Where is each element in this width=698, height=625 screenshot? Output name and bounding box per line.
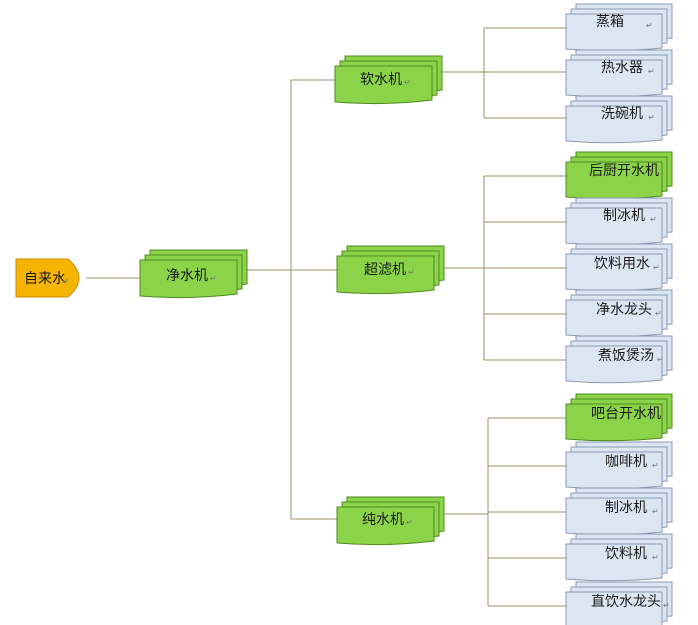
- paragraph-mark-icon: ↵: [404, 78, 411, 87]
- paragraph-mark-icon: ↵: [62, 277, 69, 286]
- leaf-node: 煮饭煲汤 ↵: [565, 335, 673, 384]
- paragraph-mark-icon: ↵: [406, 518, 413, 527]
- leaf-node: 直饮水龙头 ↵: [565, 581, 673, 625]
- connectors: [86, 27, 566, 607]
- root-node: 自来水 ↵: [15, 258, 80, 298]
- branch-label: 纯水机: [362, 512, 404, 528]
- leaf-node: 净水龙头 ↵: [565, 289, 673, 338]
- paragraph-mark-icon: ↵: [663, 601, 670, 610]
- leaf-label: 咖啡机: [605, 454, 647, 470]
- paragraph-mark-icon: ↵: [652, 553, 659, 562]
- leaf-front-card: [565, 403, 663, 442]
- leaf-front-card: [565, 345, 663, 384]
- branch-node-ultrafiltration: 超滤机 ↵: [336, 245, 445, 295]
- paragraph-mark-icon: ↵: [653, 263, 660, 272]
- leaf-node: 制冰机 ↵: [565, 197, 673, 246]
- paragraph-mark-icon: ↵: [210, 274, 217, 283]
- leaf-label: 吧台开水机: [591, 406, 661, 422]
- main-node-front-card: [139, 259, 238, 299]
- branch-front-card: [334, 65, 433, 105]
- leaf-node: 饮料机 ↵: [565, 533, 673, 582]
- paragraph-mark-icon: ↵: [648, 113, 655, 122]
- paragraph-mark-icon: ↵: [657, 355, 664, 364]
- leaf-node-highlight: 吧台开水机: [565, 393, 673, 442]
- leaf-node: 蒸箱 ↵: [565, 3, 673, 52]
- root-node-label: 自来水: [24, 271, 66, 287]
- leaf-label: 洗碗机: [601, 106, 643, 122]
- leaf-label: 直饮水龙头: [591, 593, 661, 610]
- paragraph-mark-icon: ↵: [650, 215, 657, 224]
- leaf-front-card: [565, 105, 663, 144]
- leaf-front-card: [565, 591, 663, 625]
- leaf-node: 制冰机 ↵: [565, 487, 673, 536]
- paragraph-mark-icon: ↵: [408, 268, 415, 277]
- paragraph-mark-icon: ↵: [652, 461, 659, 470]
- leaf-node: 咖啡机 ↵: [565, 441, 673, 490]
- branch-front-card: [336, 255, 435, 295]
- leaf-label: 后厨开水机: [589, 163, 659, 179]
- leaf-label: 饮料用水: [594, 256, 650, 272]
- leaf-label: 制冰机: [603, 208, 645, 224]
- leaf-label: 热水器: [601, 60, 643, 76]
- branch-node-ro: 纯水机 ↵: [336, 496, 445, 546]
- branch-label: 超滤机: [364, 262, 406, 278]
- leaf-nodes: 蒸箱 ↵ 热水器 ↵ 洗碗机 ↵ 后厨开水机 制冰机: [565, 3, 673, 625]
- leaf-label: 饮料机: [605, 546, 647, 562]
- paragraph-mark-icon: ↵: [648, 67, 655, 76]
- leaf-label: 净水龙头: [596, 302, 652, 318]
- branch-front-card: [336, 506, 435, 546]
- leaf-node-highlight: 后厨开水机: [565, 151, 673, 200]
- leaf-node: 饮料用水 ↵: [565, 243, 673, 292]
- leaf-node: 洗碗机 ↵: [565, 95, 673, 144]
- leaf-label: 煮饭煲汤: [598, 347, 654, 364]
- leaf-front-card: [565, 543, 663, 582]
- paragraph-mark-icon: ↵: [655, 309, 662, 318]
- paragraph-mark-icon: ↵: [652, 507, 659, 516]
- main-node: 净水机 ↵: [139, 249, 248, 299]
- leaf-label: 蒸箱: [596, 14, 624, 30]
- branch-node-softener: 软水机 ↵: [334, 55, 443, 105]
- paragraph-mark-icon: ↵: [646, 21, 653, 30]
- leaf-label: 制冰机: [605, 500, 647, 516]
- branch-label: 软水机: [360, 72, 402, 88]
- main-node-label: 净水机: [166, 268, 208, 284]
- leaf-node: 热水器 ↵: [565, 49, 673, 98]
- root-node-shape: [15, 258, 80, 298]
